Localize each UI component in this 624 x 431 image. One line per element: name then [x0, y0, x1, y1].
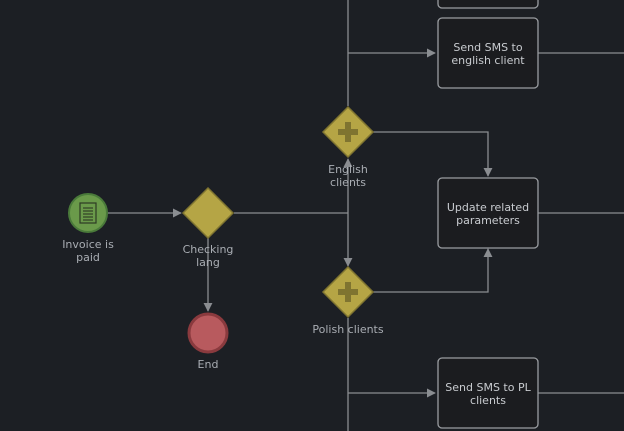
- gateway-checking-lang[interactable]: [181, 186, 235, 240]
- task-label-line: english client: [451, 54, 525, 67]
- gateway-polish-label: Polish clients: [312, 323, 383, 336]
- edge-polish-to-update: [373, 248, 493, 293]
- task-label-line: Send SMS to PL: [445, 381, 531, 394]
- task-label-line: clients: [470, 394, 506, 407]
- task-label-line: parameters: [456, 214, 520, 227]
- document-icon: [79, 202, 97, 224]
- end-event-label: End: [198, 358, 219, 371]
- gateway-english-clients[interactable]: [321, 105, 375, 159]
- flow-edges: [108, 0, 624, 431]
- task-offscreen-top[interactable]: [437, 0, 539, 9]
- end-event[interactable]: [187, 312, 229, 354]
- start-event-invoice-paid[interactable]: [68, 193, 108, 233]
- task-label-line: Update related: [447, 201, 529, 214]
- task-label-line: Send SMS to: [453, 41, 522, 54]
- gateway-polish-clients[interactable]: [321, 265, 375, 319]
- plus-icon: [338, 282, 358, 302]
- plus-icon: [338, 122, 358, 142]
- edge-english-to-update: [373, 131, 493, 177]
